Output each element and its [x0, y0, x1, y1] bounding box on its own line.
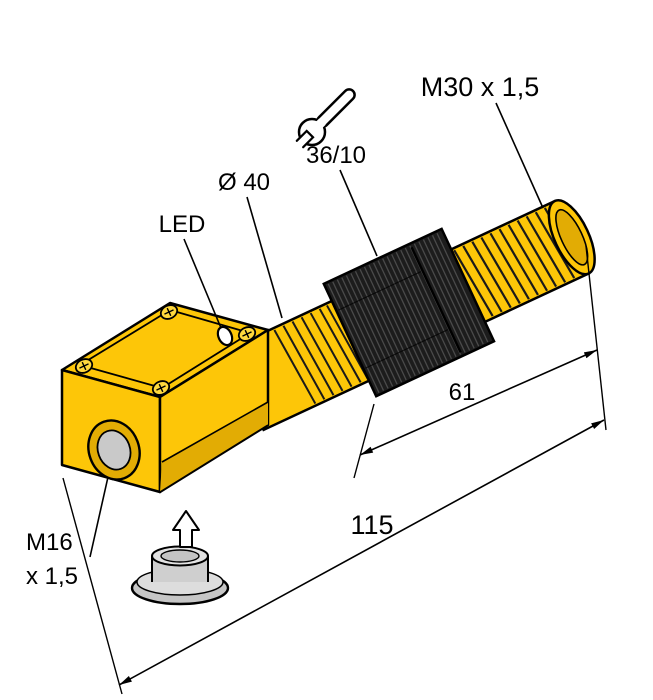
dimension-line-115 [118, 419, 605, 686]
up-arrow-icon [172, 510, 200, 548]
leader-line-thread-spec [495, 102, 544, 209]
barrel-thread-grooves [273, 304, 369, 405]
screw-slot [164, 307, 174, 317]
cover-screw [237, 326, 257, 342]
leader-line-led [183, 238, 222, 329]
cover-screw [159, 304, 179, 320]
label-led: LED [159, 211, 206, 238]
label-gland-line1: M16 [26, 529, 73, 556]
label-thread-spec: M30 x 1,5 [421, 72, 540, 102]
label-length-61: 61 [449, 379, 476, 406]
cover-screw [151, 380, 171, 396]
wrench-joint [315, 118, 326, 129]
screw-slot [242, 329, 252, 339]
leader-line-wrench-size [339, 169, 378, 257]
cover-screw [74, 358, 94, 374]
sensor-thread-m30 [444, 199, 596, 326]
knurl-texture [327, 232, 489, 393]
label-length-115: 115 [350, 510, 393, 540]
wrench-jaw [295, 129, 315, 149]
nut-ring-divider [410, 246, 462, 353]
label-diameter: Ø 40 [218, 169, 270, 196]
leader-line-diameter [246, 196, 283, 319]
plug-top-inner [160, 549, 200, 563]
wrench-icon [295, 88, 356, 149]
extension-line-right [585, 245, 607, 431]
terminal-housing [60, 301, 270, 494]
label-wrench-size: 36/10 [306, 142, 366, 169]
screw-slot [79, 361, 89, 371]
thread-grooves [453, 207, 585, 317]
screw-slot [156, 383, 166, 393]
leader-line-gland [89, 476, 109, 558]
label-gland-line2: x 1,5 [26, 563, 78, 590]
extension-line-115-left [62, 477, 123, 695]
extension-line-61-left [353, 403, 375, 479]
closure-plug [130, 545, 230, 606]
sensing-face [555, 208, 589, 266]
